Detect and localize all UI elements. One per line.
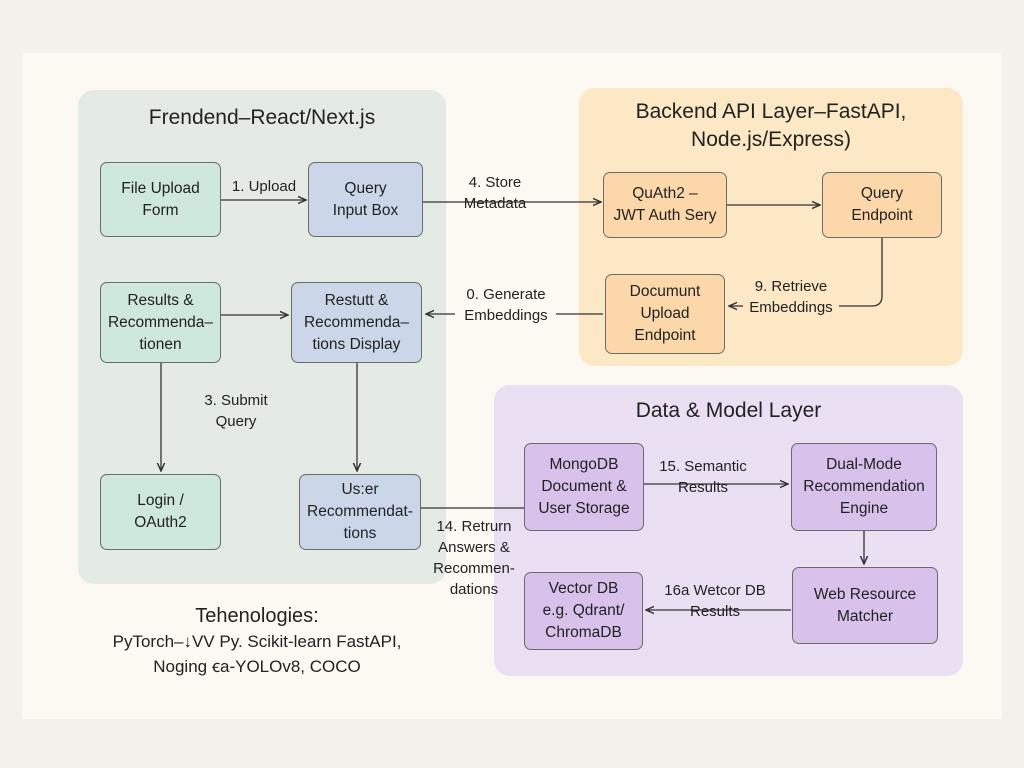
- label-upload: 1. Upload: [231, 178, 297, 195]
- frontend-panel-title: Frendend–React/Next.js: [148, 106, 376, 129]
- mongodb-box: MongoDB Document & User Storage: [524, 443, 644, 531]
- file-upload-form-box: File Upload Form: [100, 162, 221, 237]
- dual-mode-engine-box: Dual-Mode Recommendation Engine: [791, 443, 937, 531]
- results-recommendations-box: Results & Recommenda– tionen: [100, 282, 221, 363]
- user-recommendations-box: Us:er Recommendat- tions: [299, 474, 421, 550]
- query-endpoint-box: Query Endpoint: [822, 172, 942, 238]
- technologies-line-1: PyTorch–↓VV Py. Scikit-learn FastAPI,: [112, 632, 402, 651]
- login-oauth-box: Login / OAuth2: [100, 474, 221, 550]
- technologies-title: Tehenologies:: [195, 605, 319, 627]
- backend-panel-title-line2: Node.js/Express): [691, 128, 851, 151]
- backend-panel-title-line1: Backend API Layer–FastAPI,: [635, 100, 907, 123]
- document-upload-endpoint-box: Documunt Upload Endpoint: [605, 274, 725, 354]
- label-generate-embeddings: 0. Generate Embeddings: [464, 286, 548, 324]
- label-retrieve-embeddings: 9. Retrieve Embeddings: [749, 278, 833, 316]
- label-return-answers: 14. Retrurn Answers & Recommen- dations: [433, 518, 515, 598]
- technologies-block: Tehenologies: PyTorch–↓VV Py. Scikit-lea…: [92, 603, 422, 679]
- label-store-metadata: 4. Store Metadata: [463, 174, 527, 212]
- data-model-panel-title: Data & Model Layer: [635, 399, 822, 422]
- label-semantic-results: 15. Semantic Results: [659, 458, 747, 496]
- oauth-jwt-box: QuAth2 – JWT Auth Sery: [603, 172, 727, 238]
- label-vector-db-results: 16a Wetcor DB Results: [664, 582, 766, 620]
- label-submit-query: 3. Submit Query: [204, 392, 268, 430]
- web-resource-matcher-box: Web Resource Matcher: [792, 567, 938, 644]
- query-input-box: Query Input Box: [308, 162, 423, 237]
- vector-db-box: Vector DB e.g. Qdrant/ ChromaDB: [524, 572, 643, 650]
- technologies-line-2: Noging ꞓa-YOLOv8, COCO: [153, 656, 361, 676]
- arrow-retrieve-embeddings: [839, 238, 883, 307]
- results-display-box: Restutt & Recommenda– tions Display: [291, 282, 422, 363]
